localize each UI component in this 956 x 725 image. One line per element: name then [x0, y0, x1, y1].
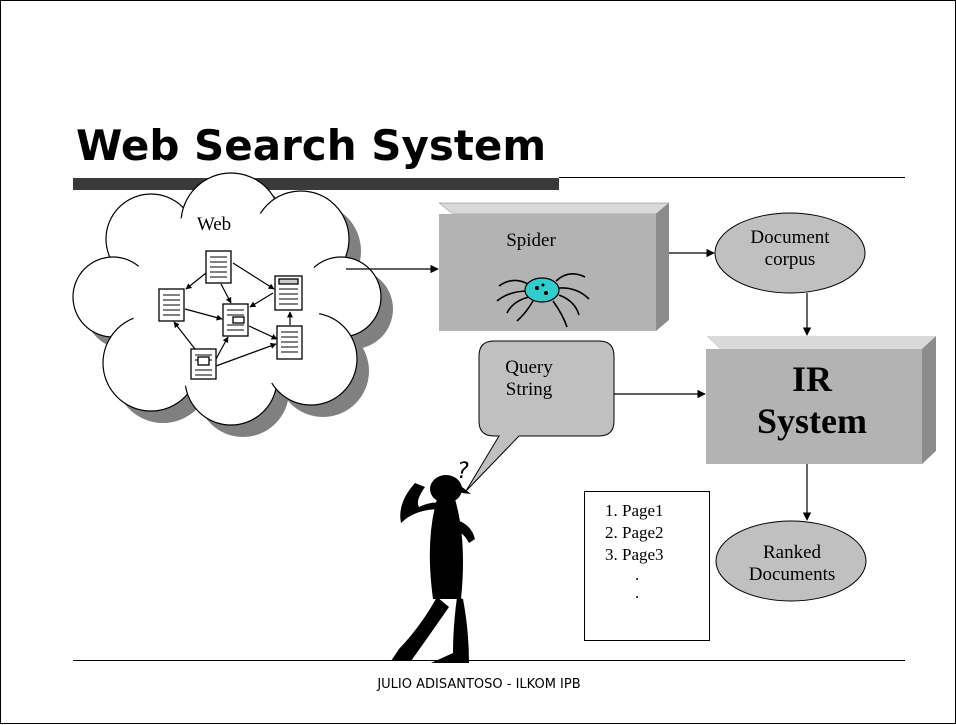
- thinking-figure: [391, 475, 475, 663]
- slide-title: Web Search System: [76, 121, 547, 170]
- question-mark: ?: [457, 459, 469, 484]
- ir-system-label-line1: IR: [791, 359, 832, 399]
- ir-system-label-line2: System: [757, 401, 867, 442]
- results-list-ellipsis: .: [635, 583, 640, 602]
- ir-system-box: [706, 336, 936, 464]
- web-label: Web: [196, 214, 232, 235]
- doc-icon: [276, 325, 303, 360]
- title-rule-thick: [73, 178, 559, 190]
- ranked-documents-node: [715, 520, 867, 602]
- results-list-item: 3. Page3: [605, 545, 664, 564]
- spider-box: [438, 202, 670, 331]
- footer-rule: [73, 660, 905, 661]
- flow-arrows: [346, 248, 812, 521]
- results-list-item: 1. Page1: [605, 501, 664, 520]
- document-corpus-label-line1: Document: [750, 227, 830, 248]
- doc-icon: [222, 303, 249, 337]
- query-string-label-line2: String: [505, 378, 553, 400]
- slide-footer: JULIO ADISANTOSO - ILKOM IPB: [377, 677, 581, 692]
- document-corpus-label: Document corpus: [715, 227, 865, 271]
- ir-system-label: IR System: [717, 358, 907, 443]
- ranked-documents-label-line2: Documents: [748, 563, 836, 585]
- document-corpus-label-line2: corpus: [764, 248, 816, 270]
- doc-icon: [274, 275, 303, 311]
- title-rule-thin: [559, 177, 905, 178]
- doc-icon: [158, 288, 185, 322]
- spider-icon: [496, 273, 590, 328]
- query-string-label-line1: Query: [505, 357, 553, 378]
- results-list-item: 2. Page2: [605, 523, 664, 542]
- ranked-documents-label: Ranked Documents: [717, 542, 867, 586]
- spider-label: Spider: [506, 230, 556, 251]
- query-string-label: Query String: [479, 357, 579, 401]
- doc-icon: [205, 250, 232, 284]
- web-documents: [158, 250, 303, 380]
- ranked-documents-label-line1: Ranked: [762, 542, 822, 563]
- web-links: [173, 262, 293, 367]
- results-list-ellipsis: .: [635, 565, 640, 584]
- doc-icon: [190, 348, 217, 380]
- document-corpus-node: [714, 212, 866, 294]
- results-list: 1. Page1 2. Page2 3. Page3 . .: [584, 491, 710, 641]
- web-cloud: [72, 172, 393, 437]
